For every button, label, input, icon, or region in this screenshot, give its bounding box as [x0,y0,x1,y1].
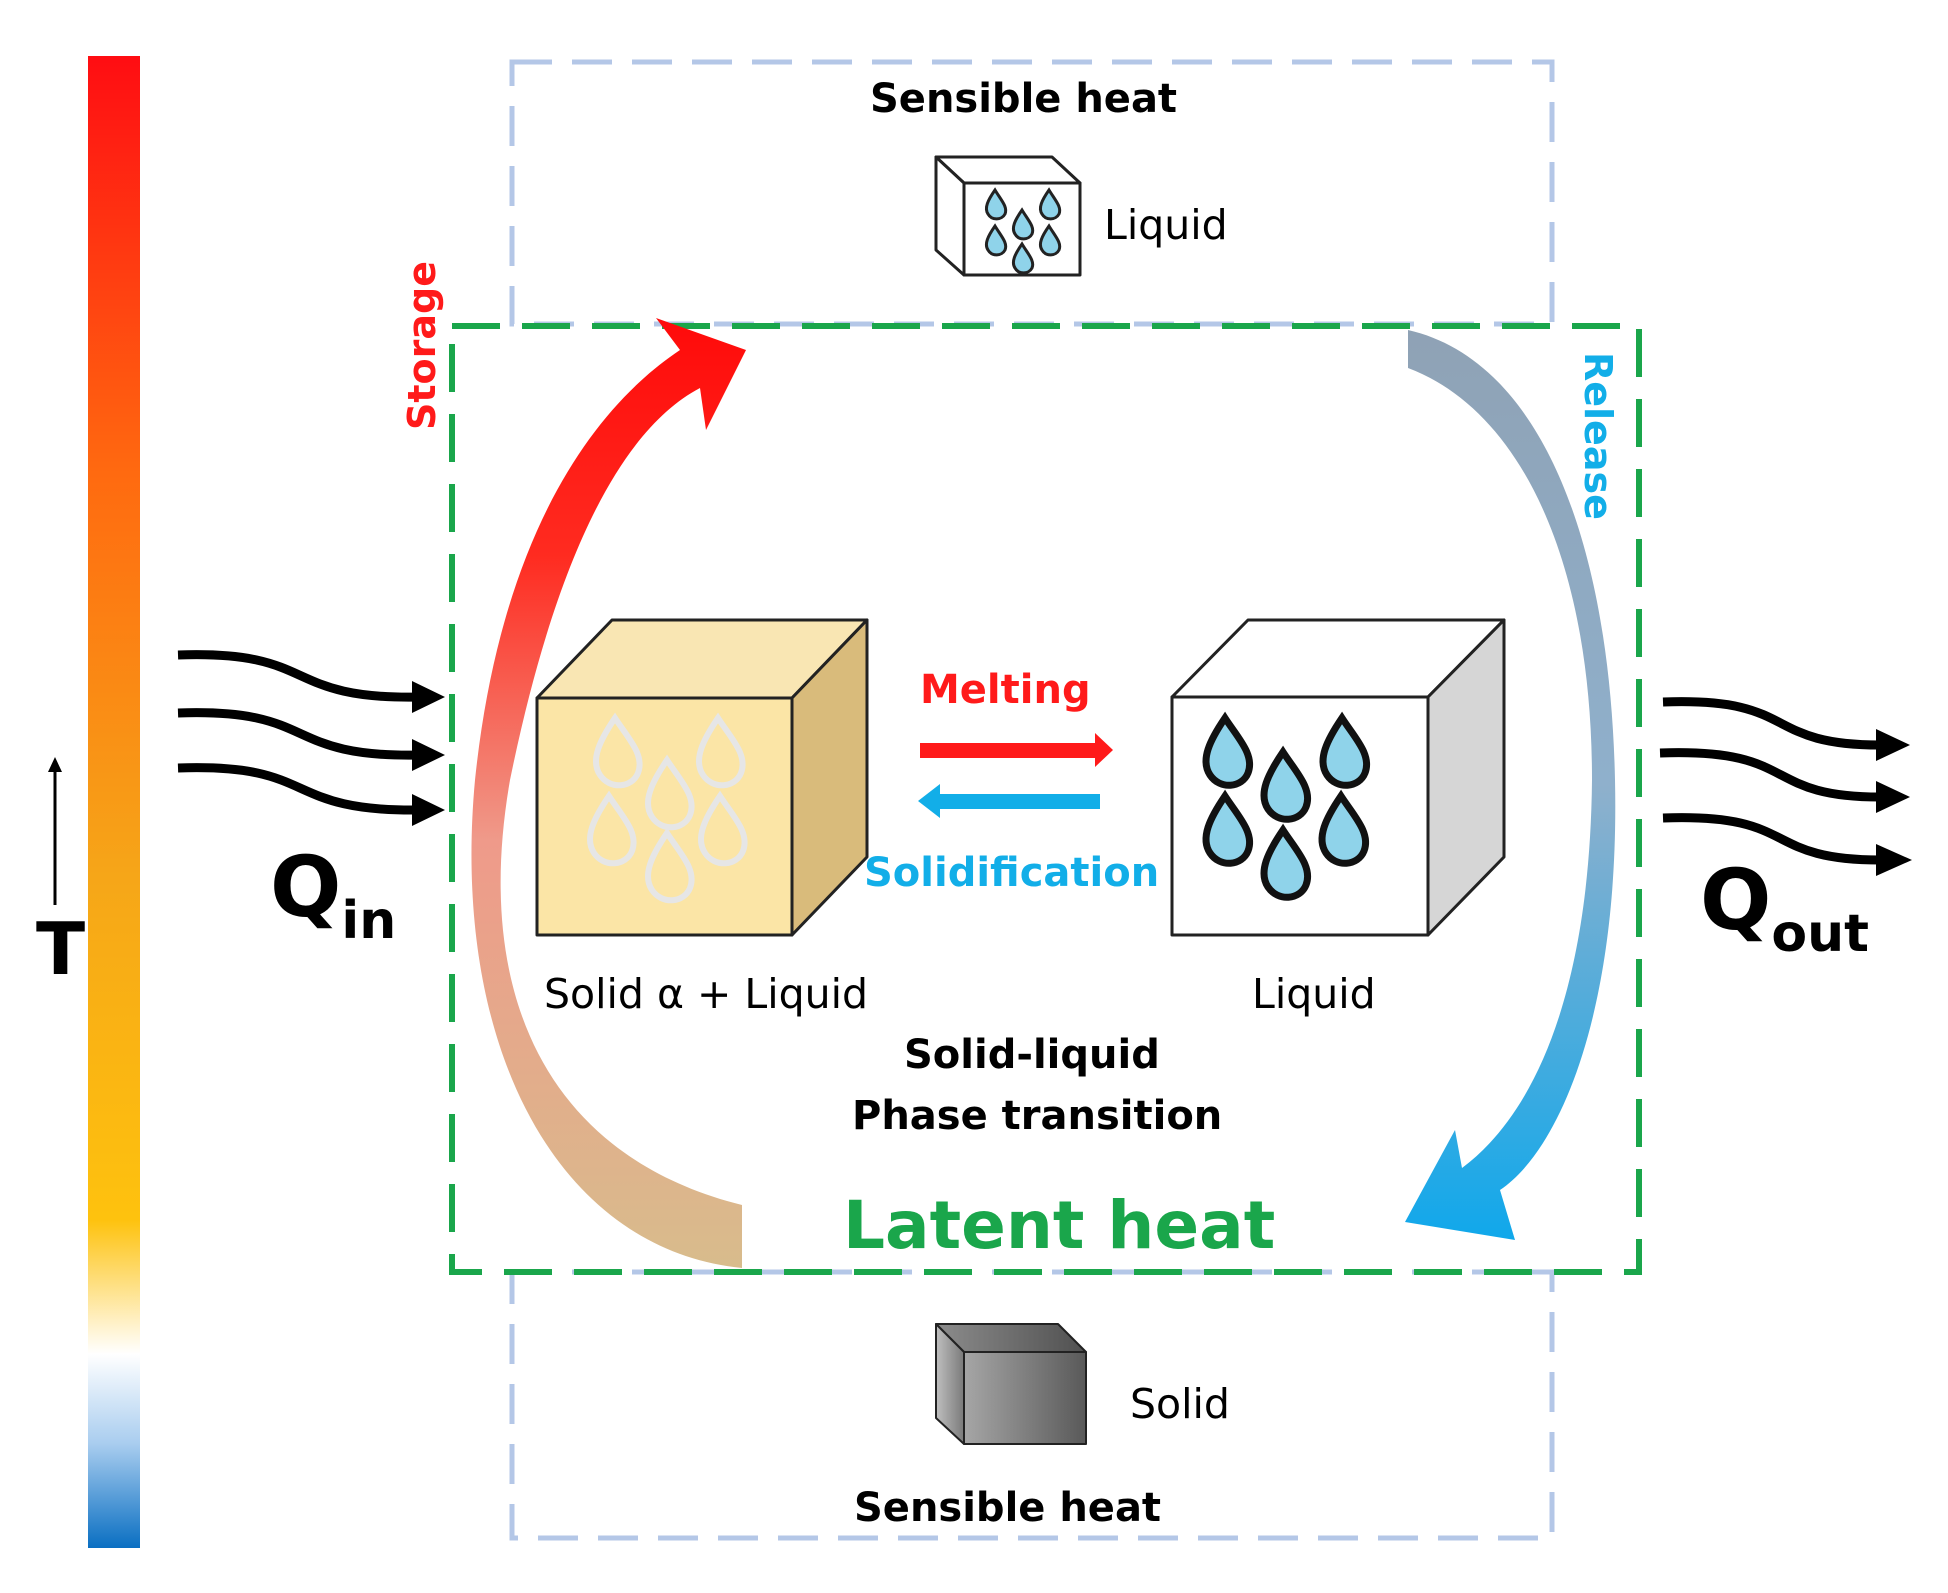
heat-out-arrowheads [1876,729,1912,876]
release-label: Release [1576,352,1620,520]
sensible-solid-cube [935,1323,1087,1445]
latent-heat-title: Latent heat [843,1187,1276,1264]
heat-out-symbol: Qout [1700,858,1869,960]
heat-out-arrows [1659,697,1881,865]
solidification-arrow [918,784,1100,818]
heat-in-q: Q [270,838,342,936]
heat-in-symbol: Qin [270,845,396,947]
sensible-top-state-label: Liquid [1104,201,1228,249]
storage-arrow [471,318,746,1268]
sensible-top-title: Sensible heat [870,76,1178,122]
heat-out-q: Q [1700,851,1772,949]
heat-in-subscript: in [341,891,397,951]
transition-line-2: Phase transition [852,1093,1223,1139]
right-state-label: Liquid [1252,970,1376,1018]
solid-liquid-cube [535,618,869,937]
melting-arrow [920,733,1113,767]
release-arrow [1405,330,1616,1240]
heat-out-subscript: out [1771,904,1870,964]
temperature-gradient-bar [88,56,140,1548]
latent-heat-box [449,323,1642,1275]
temperature-up-arrow-head [48,757,62,772]
heat-in-arrowheads [412,681,445,826]
heat-in-arrows [177,650,421,815]
transition-line-1: Solid-liquid [904,1032,1160,1078]
solid-liquid-cube-drops [587,712,748,904]
left-state-label: Solid α + Liquid [544,970,869,1018]
temperature-axis-label: T [36,907,86,991]
sensible-bottom-title: Sensible heat [854,1485,1162,1531]
solidification-label: Solidification [864,850,1160,896]
melting-label: Melting [920,667,1091,713]
storage-label: Storage [400,261,444,430]
sensible-bottom-state-label: Solid [1130,1380,1230,1428]
sensible-liquid-cube-drops [984,187,1062,275]
liquid-cube-drops [1202,711,1370,901]
